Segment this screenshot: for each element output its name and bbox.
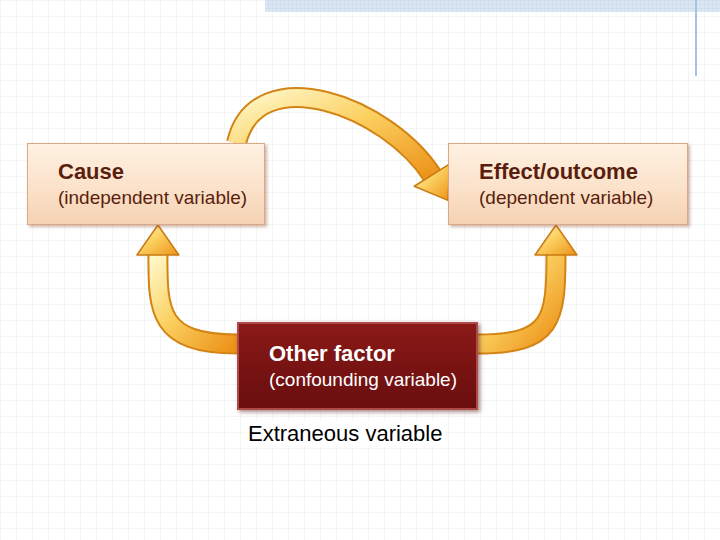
- arrow-body: [236, 98, 433, 177]
- arrow-outline: [478, 253, 556, 344]
- variable-box: Effect/outcome(dependent variable): [448, 143, 688, 225]
- arrow-body: [158, 253, 237, 344]
- top-rule: [695, 0, 697, 76]
- curved-arrow: [478, 225, 577, 344]
- arrow-body: [478, 253, 556, 344]
- variable-box: Other factor(confounding variable): [237, 322, 478, 410]
- arrow-outline: [158, 253, 237, 344]
- arrow-outline: [236, 98, 433, 177]
- curved-arrow: [236, 98, 449, 201]
- arrow-head: [535, 225, 577, 255]
- arrow-head: [414, 164, 450, 201]
- curved-arrow: [137, 225, 237, 344]
- caption-text: Extraneous variable: [245, 421, 445, 447]
- box-subtitle: (independent variable): [58, 186, 247, 210]
- box-heading: Other factor: [269, 340, 395, 368]
- top-bar: [265, 0, 720, 12]
- variable-box: Cause(independent variable): [27, 143, 265, 225]
- box-heading: Cause: [58, 158, 124, 186]
- box-subtitle: (confounding variable): [269, 368, 457, 392]
- box-heading: Effect/outcome: [479, 158, 638, 186]
- box-subtitle: (dependent variable): [479, 186, 653, 210]
- arrow-head: [137, 225, 179, 255]
